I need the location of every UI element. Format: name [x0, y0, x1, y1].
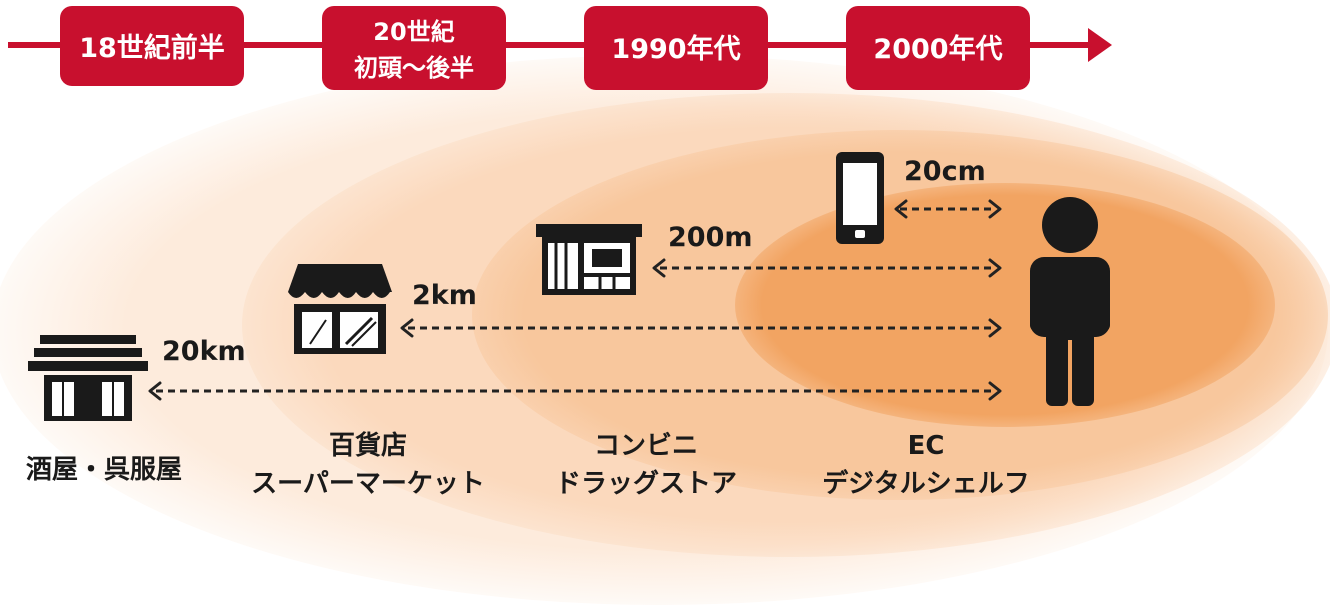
smartphone-icon: [836, 152, 884, 244]
distance-arrow-supermarket: [400, 318, 1002, 338]
category-label-supermarket-line1: 百貨店: [329, 430, 407, 461]
era-badge-4: 2000年代: [846, 6, 1030, 90]
era-badge-1: 18世紀前半: [60, 6, 244, 86]
category-label-supermarket-line2: スーパーマーケット: [251, 469, 485, 499]
category-label-ec-line1: EC: [908, 431, 945, 461]
distance-label-supermarket: 2km: [412, 280, 477, 311]
era-label-4: 2000年代: [873, 33, 1002, 65]
era-label-1: 18世紀前半: [79, 32, 225, 64]
era-badge-2: 20世紀 初頭～後半: [322, 6, 506, 90]
traditional-shop-icon: [28, 335, 148, 421]
person-icon: [1030, 197, 1110, 406]
era-label-2-line2: 初頭～後半: [354, 54, 474, 82]
category-label-liquor: 酒屋・呉服屋: [26, 455, 182, 485]
distance-arrow-phone: [894, 199, 1002, 219]
category-label-convenience-line2: ドラッグストア: [555, 469, 737, 499]
timeline: 18世紀前半 20世紀 初頭～後半 1990年代 2000年代: [8, 6, 1112, 90]
distance-label-phone: 20cm: [904, 156, 986, 187]
era-label-2-line1: 20世紀: [373, 18, 454, 46]
era-label-3: 1990年代: [611, 33, 740, 65]
category-label-convenience-line1: コンビニ: [594, 431, 698, 461]
era-badge-3: 1990年代: [584, 6, 768, 90]
timeline-arrowhead: [1088, 28, 1112, 62]
distance-label-convenience: 200m: [668, 222, 753, 253]
distance-label-liquor: 20km: [162, 336, 246, 367]
distance-arrow-convenience: [652, 258, 1002, 278]
category-label-ec-line2: デジタルシェルフ: [822, 468, 1029, 499]
convenience-store-icon: [536, 224, 642, 295]
awning-store-icon: [288, 264, 392, 354]
distance-arrow-liquor: [148, 381, 1002, 401]
